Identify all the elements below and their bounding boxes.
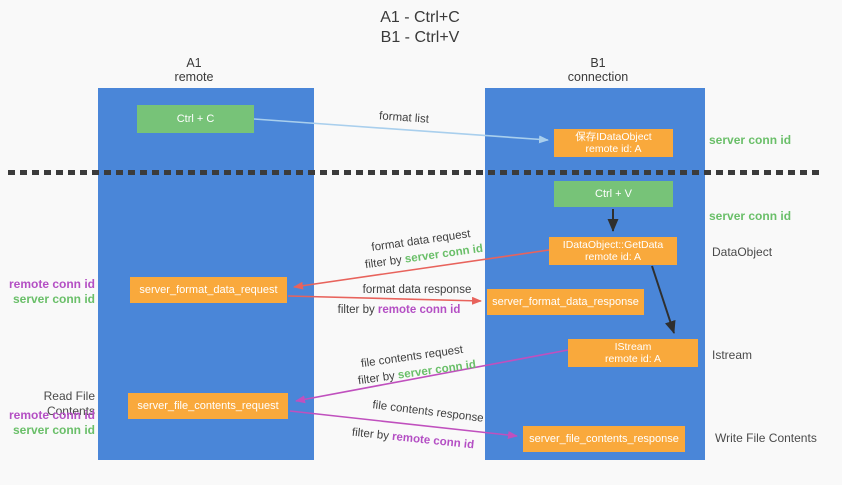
remote-conn-id-key: remote conn id	[377, 304, 461, 316]
filter-by-text: filter by	[357, 369, 399, 388]
format-list-label: format list	[378, 110, 430, 126]
node-server-file-contents-request: server_file_contents_request	[128, 393, 288, 419]
lifeline-a1-name: A1	[186, 56, 202, 70]
file-contents-response-label: file contents response	[371, 399, 485, 425]
server-conn-id-annotation-mid: server conn id	[709, 209, 792, 223]
format-data-response-label: format data response	[362, 284, 472, 296]
lifeline-b1-name: B1	[590, 56, 606, 70]
node-save-idataobject-line1: 保存IDataObject	[575, 130, 652, 143]
format-data-response-filter-label: filter by remote conn id	[338, 304, 461, 316]
file-contents-response-filter-label: filter by remote conn id	[351, 427, 474, 452]
filter-by-text: filter by	[364, 253, 406, 272]
node-idataobject-getdata-line2: remote id: A	[584, 251, 642, 263]
node-istream-line2: remote id: A	[604, 353, 662, 365]
file-conn-id-annotations: remote conn id server conn id	[0, 408, 95, 438]
node-server-file-contents-request-label: server_file_contents_request	[137, 399, 279, 412]
node-save-idataobject-line2: remote id: A	[585, 143, 642, 155]
remote-conn-id-annotation: remote conn id	[8, 277, 95, 291]
node-istream-line1: IStream	[614, 340, 652, 353]
node-save-idataobject: 保存IDataObject remote id: A	[554, 129, 673, 157]
node-ctrl-v: Ctrl + V	[554, 181, 673, 207]
filter-by-text: filter by	[337, 304, 378, 316]
server-conn-id-annotation: server conn id	[12, 423, 95, 437]
node-idataobject-getdata: IDataObject::GetData remote id: A	[549, 237, 677, 265]
lifeline-b1-role: connection	[567, 70, 629, 84]
filter-by-text: filter by	[351, 426, 393, 443]
write-file-contents-annotation: Write File Contents	[715, 431, 817, 445]
node-ctrl-v-label: Ctrl + V	[595, 187, 632, 200]
title-line-b1: B1 - Ctrl+V	[380, 29, 460, 46]
node-server-format-data-response: server_format_data_response	[487, 289, 644, 315]
remote-conn-id-annotation: remote conn id	[8, 408, 95, 422]
format-data-response-arrow	[287, 295, 482, 305]
dataobject-annotation: DataObject	[712, 245, 773, 259]
node-ctrl-c: Ctrl + C	[137, 105, 254, 133]
title-line-a1: A1 - Ctrl+C	[380, 9, 460, 26]
node-server-file-contents-response: server_file_contents_response	[523, 426, 685, 452]
lifeline-a1-role: remote	[174, 70, 214, 84]
lifeline-header-a1: A1 remote	[175, 56, 214, 84]
node-server-format-data-request: server_format_data_request	[130, 277, 287, 303]
session-divider-line	[8, 170, 822, 175]
istream-annotation: Istream	[712, 348, 753, 362]
node-ctrl-c-label: Ctrl + C	[176, 112, 215, 125]
read-file-contents-annotation: Read File Contents	[43, 389, 95, 418]
node-istream: IStream remote id: A	[568, 339, 698, 367]
lifeline-header-b1: B1 connection	[568, 56, 628, 84]
node-server-format-data-response-label: server_format_data_response	[492, 295, 639, 308]
remote-conn-id-key: remote conn id	[391, 430, 475, 452]
format-conn-id-annotations: remote conn id server conn id	[0, 277, 95, 307]
server-conn-id-annotation-top: server conn id	[709, 133, 792, 147]
server-conn-id-annotation: server conn id	[12, 292, 95, 306]
diagram-title: A1 - Ctrl+C B1 - Ctrl+V	[380, 8, 460, 48]
node-server-file-contents-response-label: server_file_contents_response	[529, 432, 679, 445]
node-idataobject-getdata-line1: IDataObject::GetData	[562, 238, 664, 251]
node-server-format-data-request-label: server_format_data_request	[139, 283, 278, 296]
